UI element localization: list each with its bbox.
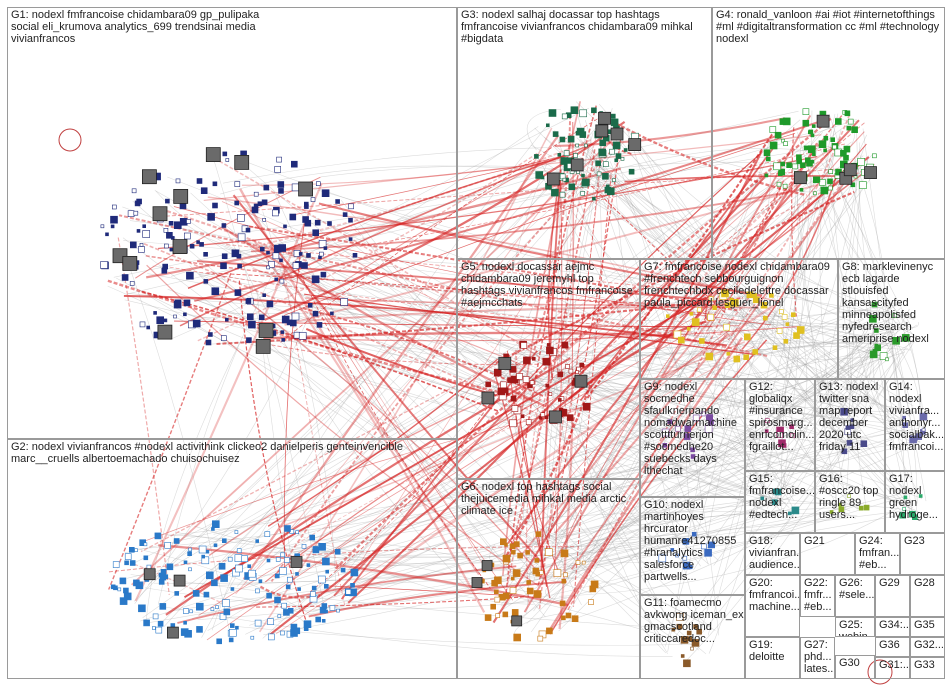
group-label: G31:... — [879, 659, 909, 671]
group-box-g20: G20: fmfrancoi... machine... — [745, 575, 800, 637]
group-label: G19: deloitte — [749, 639, 799, 663]
group-box-g7: G7: fmfrancoise nodexl chidambara09 #fre… — [640, 259, 838, 379]
group-box-g26: G26: #sele... — [835, 575, 875, 617]
group-label: G18: vivianfran... audience... — [749, 535, 799, 571]
group-label: G29 — [879, 577, 909, 589]
group-label: G17: nodexl green hydroge... — [889, 473, 944, 521]
group-box-g22: G22: fmfr... #eb... — [800, 575, 835, 617]
group-box-g19: G19: deloitte — [745, 637, 800, 679]
group-label: G2: nodexl vivianfrancos #nodexl activit… — [11, 441, 431, 465]
group-label: G16: #oscc20 top ringle 89 users... — [819, 473, 884, 521]
group-box-g28: G28 — [910, 575, 945, 617]
group-box-g15: G15: fmfrancoise... nodexl #edtech... — [745, 471, 815, 533]
group-label: G32... — [914, 639, 944, 651]
group-label: G10: nodexl martinhoyes hrcurator humanr… — [644, 499, 744, 583]
group-label: G24: fmfran... #eb... — [859, 535, 899, 571]
group-label: G4: ronald_vanloon #ai #iot #internetoft… — [716, 9, 944, 45]
group-label: G36 — [879, 639, 909, 651]
group-label: G25: webin... — [839, 619, 874, 636]
group-box-g24: G24: fmfran... #eb... — [855, 533, 900, 575]
group-label: G12: globaliqx #insurance spirosmarg... … — [749, 381, 814, 453]
group-box-g13: G13: nodexl twitter sna map report decem… — [815, 379, 885, 471]
group-label: G15: fmfrancoise... nodexl #edtech... — [749, 473, 814, 521]
group-label: G26: #sele... — [839, 577, 874, 601]
group-box-g2: G2: nodexl vivianfrancos #nodexl activit… — [7, 439, 457, 679]
group-box-g6: G6: nodexl top hashtags social thejuicem… — [457, 479, 640, 679]
group-box-g18: G18: vivianfran... audience... — [745, 533, 800, 575]
group-label: G30 — [839, 657, 874, 669]
group-label: G9: nodexl socmedhe sfaulknerpando nomad… — [644, 381, 744, 477]
group-label: G23 — [904, 535, 944, 547]
group-box-g21: G21 — [800, 533, 855, 575]
group-box-g1: G1: nodexl fmfrancoise chidambara09 gp_p… — [7, 7, 457, 439]
group-box-g3: G3: nodexl salhaj docassar top hashtags … — [457, 7, 712, 259]
group-label: G14: nodexl vivianfra... anthonyr... soc… — [889, 381, 944, 453]
group-label: G3: nodexl salhaj docassar top hashtags … — [461, 9, 711, 45]
group-box-g36: G36 — [875, 637, 910, 657]
group-box-g29: G29 — [875, 575, 910, 617]
group-label: G7: fmfrancoise nodexl chidambara09 #fre… — [644, 261, 838, 309]
group-box-g35: G35 — [910, 617, 945, 637]
group-box-g32: G32... — [910, 637, 945, 657]
group-box-g12: G12: globaliqx #insurance spirosmarg... … — [745, 379, 815, 471]
group-label: G13: nodexl twitter sna map report decem… — [819, 381, 884, 453]
group-box-g17: G17: nodexl green hydroge... — [885, 471, 945, 533]
group-label: G20: fmfrancoi... machine... — [749, 577, 799, 613]
group-label: G8: marklevinenyc ecb lagarde stlouisfed… — [842, 261, 946, 345]
group-box-g11: G11: foamecmo avkwong iceman_ex gmacscot… — [640, 595, 745, 679]
group-label: G1: nodexl fmfrancoise chidambara09 gp_p… — [11, 9, 271, 45]
group-label: G28 — [914, 577, 944, 589]
group-box-g5: G5: nodexl docassar aejmc chidambara09 j… — [457, 259, 640, 479]
group-label: G34:... — [879, 619, 909, 631]
group-label: G27: phd... lates... — [804, 639, 834, 675]
group-label: G5: nodexl docassar aejmc chidambara09 j… — [461, 261, 641, 309]
group-label: G6: nodexl top hashtags social thejuicem… — [461, 481, 641, 517]
group-label: G35 — [914, 619, 944, 631]
group-label: G22: fmfr... #eb... — [804, 577, 834, 613]
group-box-g10: G10: nodexl martinhoyes hrcurator humanr… — [640, 497, 745, 595]
group-label: G21 — [804, 535, 854, 547]
group-box-g30: G30 — [835, 655, 875, 679]
group-box-g34: G34:... — [875, 617, 910, 637]
group-box-g16: G16: #oscc20 top ringle 89 users... — [815, 471, 885, 533]
group-box-g14: G14: nodexl vivianfra... anthonyr... soc… — [885, 379, 945, 471]
group-label: G33 — [914, 659, 944, 671]
group-box-g33: G33 — [910, 657, 945, 679]
group-box-g25: G25: webin... — [835, 617, 875, 637]
group-box-g23: G23 — [900, 533, 945, 575]
group-box-g8: G8: marklevinenyc ecb lagarde stlouisfed… — [838, 259, 945, 379]
group-box-g31: G31:... — [875, 657, 910, 679]
group-label: G11: foamecmo avkwong iceman_ex gmacscot… — [644, 597, 744, 645]
group-box-g4: G4: ronald_vanloon #ai #iot #internetoft… — [712, 7, 945, 259]
group-box-g9: G9: nodexl socmedhe sfaulknerpando nomad… — [640, 379, 745, 497]
group-box-g27: G27: phd... lates... — [800, 637, 835, 679]
